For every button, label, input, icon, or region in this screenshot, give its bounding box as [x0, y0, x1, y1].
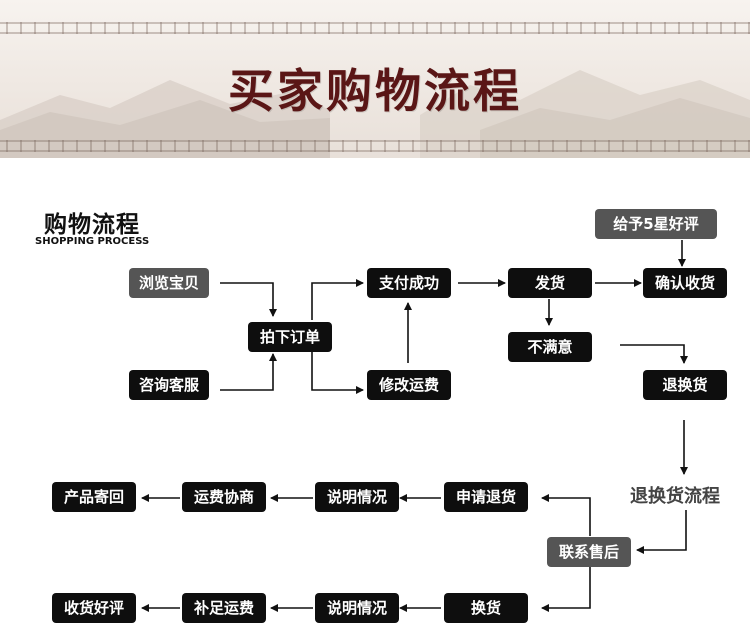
box-send-back: 产品寄回: [52, 482, 136, 512]
box-browse: 浏览宝贝: [129, 268, 209, 298]
box-confirm: 确认收货: [643, 268, 727, 298]
section-title: 购物流程: [44, 212, 140, 238]
box-exchange: 换货: [444, 593, 528, 623]
box-supplement: 补足运费: [182, 593, 266, 623]
box-return: 退换货: [643, 370, 727, 400]
box-modify-fee: 修改运费: [367, 370, 451, 400]
arrow-unsatisfied-to-return: [620, 344, 688, 364]
banner: 买家购物流程: [0, 0, 750, 158]
section-subtitle: SHOPPING PROCESS: [35, 236, 150, 247]
arrow-after-sales-to-exchange: [541, 566, 591, 612]
arrow-label-to-after-sales: [636, 510, 687, 554]
box-after-sales: 联系售后: [547, 537, 631, 567]
box-receive-praise: 收货好评: [52, 593, 136, 623]
box-unsatisfied: 不满意: [508, 332, 592, 362]
arrow-browse-to-order: [220, 282, 277, 317]
mountain-landscape-icon: [0, 70, 750, 158]
box-explain1: 说明情况: [315, 482, 399, 512]
box-pay: 支付成功: [367, 268, 451, 298]
return-process-label: 退换货流程: [630, 486, 720, 507]
arrow-order-to-modify-fee: [311, 352, 364, 394]
arrow-inquire-to-order: [220, 353, 277, 391]
banner-title: 买家购物流程: [228, 64, 522, 118]
box-refund: 申请退货: [444, 482, 528, 512]
box-explain2: 说明情况: [315, 593, 399, 623]
box-order: 拍下订单: [248, 322, 332, 352]
banner-border-top: [0, 22, 750, 34]
banner-border-bottom: [0, 140, 750, 152]
arrow-after-sales-to-refund: [541, 494, 591, 536]
box-ship: 发货: [508, 268, 592, 298]
box-inquire: 咨询客服: [129, 370, 209, 400]
arrow-order-to-pay: [311, 279, 364, 320]
box-praise: 给予5星好评: [595, 209, 717, 239]
box-negotiate: 运费协商: [182, 482, 266, 512]
